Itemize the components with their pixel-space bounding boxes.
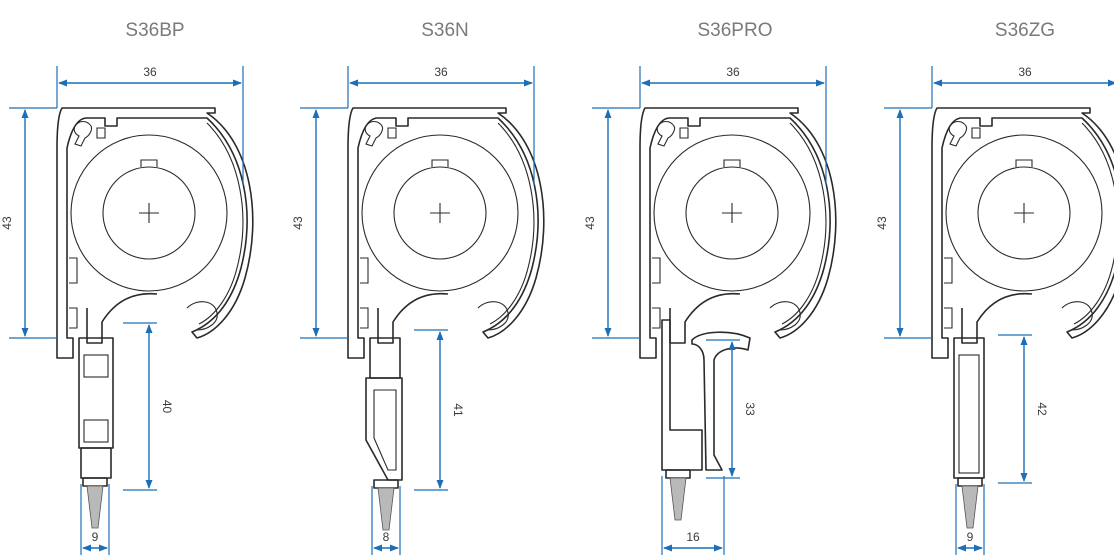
height-label: 43 (0, 216, 14, 230)
bottom-width-label: 9 (967, 530, 974, 544)
profile-s36zg: S36ZG 36 43 42 9 (875, 20, 1114, 555)
housing-drawing (56, 107, 254, 359)
brush-seal (86, 485, 104, 529)
width-label: 36 (1018, 65, 1032, 79)
profile-title: S36PRO (698, 20, 773, 41)
profile-s36pro: S36PRO 36 43 33 16 (583, 20, 837, 555)
brush-seal (669, 477, 687, 521)
bottom-rail (953, 337, 985, 529)
housing-drawing (931, 107, 1114, 359)
brush-seal (961, 485, 979, 529)
rail-label: 42 (1035, 402, 1049, 416)
bottom-rail (365, 337, 403, 531)
bottom-rail (78, 337, 114, 529)
bottom-width-label: 8 (383, 530, 390, 544)
rail-label: 33 (743, 402, 757, 416)
rail-label: 41 (451, 403, 465, 417)
bottom-width-label: 16 (686, 530, 700, 544)
height-label: 43 (583, 216, 597, 230)
width-label: 36 (726, 65, 740, 79)
brush-seal (377, 487, 395, 531)
profile-title: S36N (421, 20, 469, 41)
profile-title: S36ZG (995, 20, 1055, 41)
profile-s36n: S36N 36 43 41 8 (291, 20, 545, 555)
profile-s36bp: S36BP 36 43 40 9 (0, 20, 254, 555)
bottom-width-label: 9 (92, 530, 99, 544)
rail-label: 40 (160, 400, 174, 414)
width-label: 36 (434, 65, 448, 79)
bottom-rail (661, 319, 751, 521)
height-label: 43 (875, 216, 889, 230)
profile-title: S36BP (125, 20, 184, 41)
height-label: 43 (291, 216, 305, 230)
width-label: 36 (143, 65, 157, 79)
housing-drawing (347, 107, 545, 359)
